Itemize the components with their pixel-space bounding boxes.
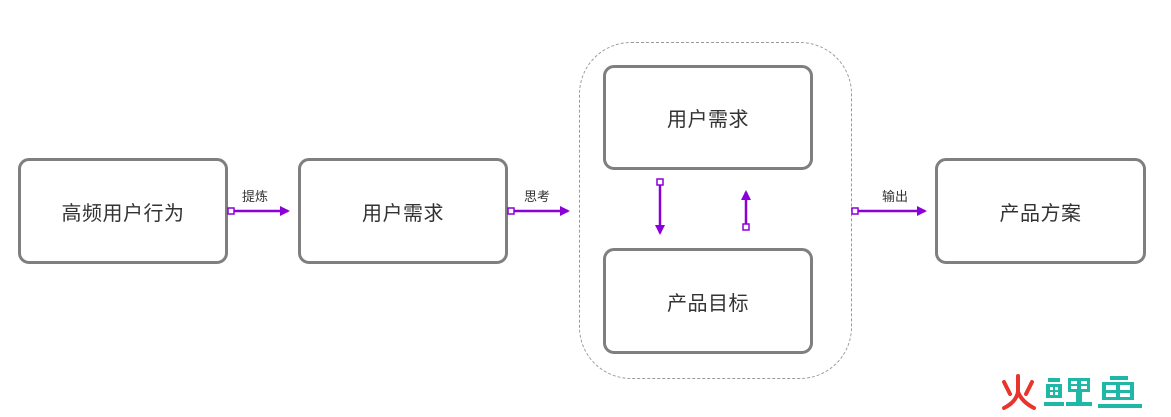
edge-think-arrow <box>507 206 570 216</box>
node-label: 高频用户行为 <box>61 200 185 225</box>
node-label: 用户需求 <box>667 107 749 131</box>
node-high-frequency-behavior: 高频用户行为 <box>18 158 228 264</box>
edge-needs-to-goal-arrow <box>655 178 665 235</box>
node-product-goal: 产品目标 <box>603 248 813 354</box>
edge-label-think: 思考 <box>524 190 551 205</box>
node-user-needs: 用户需求 <box>298 158 508 264</box>
edge-label-refine: 提炼 <box>242 190 269 205</box>
edge-refine-arrow <box>227 206 290 216</box>
node-user-needs-inner: 用户需求 <box>603 65 813 170</box>
edge-goal-to-needs-arrow <box>741 190 751 231</box>
node-label: 用户需求 <box>362 200 444 225</box>
node-product-solution: 产品方案 <box>935 158 1146 264</box>
node-label: 产品目标 <box>667 290 749 315</box>
edge-output-arrow <box>851 206 927 216</box>
sanfish-logo-icon <box>1002 374 1142 410</box>
node-label: 产品方案 <box>999 200 1082 225</box>
edge-label-output: 输出 <box>882 190 909 205</box>
